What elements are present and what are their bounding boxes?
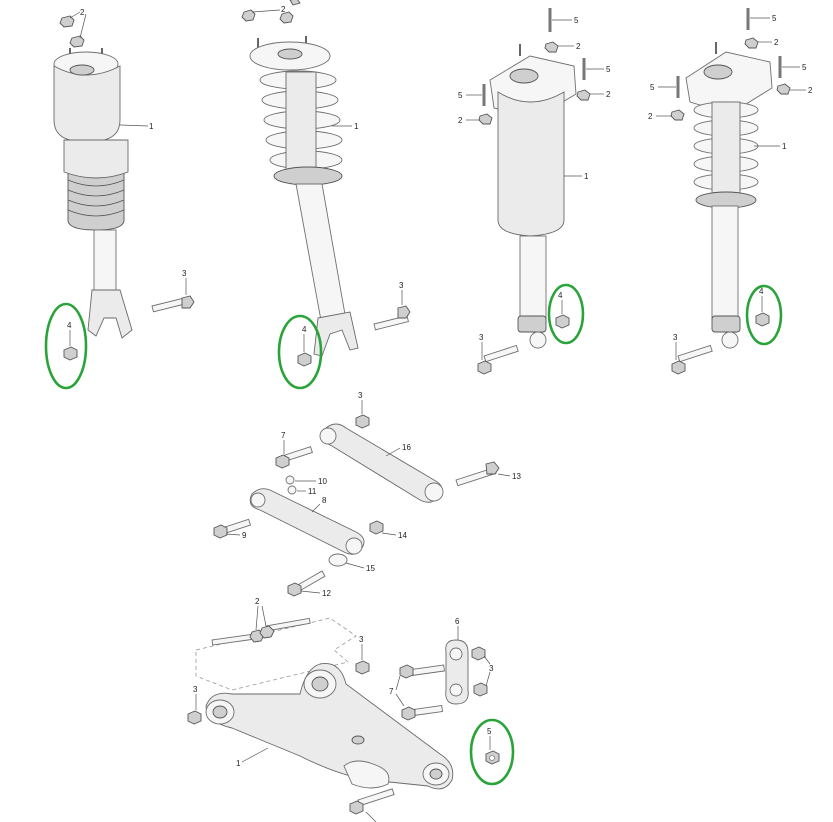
label-nut-a: 2 (576, 42, 581, 51)
bolt (483, 344, 519, 363)
label-link-nut: 3 (489, 664, 494, 673)
top-nut (279, 11, 294, 24)
label-stud-c: 5 (650, 83, 655, 92)
label-arm: 1 (236, 759, 241, 768)
damper-body (295, 183, 347, 327)
label-nuts-top: 2 (281, 5, 286, 14)
label-nut-b: 2 (606, 90, 611, 99)
bellows (67, 169, 125, 231)
label-nut: 4 (67, 321, 72, 330)
highlight-circle (745, 284, 783, 346)
label-nut-c: 2 (458, 116, 463, 125)
label-bolt: 3 (673, 333, 678, 342)
fork (313, 311, 359, 357)
label-bolt-bottom: 12 (322, 589, 331, 598)
label-nuts-top: 2 (80, 8, 85, 17)
label-nut-b: 2 (808, 86, 813, 95)
coil-spring (693, 101, 759, 209)
bolt (677, 344, 713, 363)
nut (63, 346, 78, 361)
label-washer-c: 15 (366, 564, 375, 573)
highlight-circle (277, 314, 323, 390)
label-nut-right: 14 (398, 531, 407, 540)
label-nut-mid: 3 (359, 635, 364, 644)
lower-control-arm-assembly: 2 3 3 1 6 3 (187, 597, 515, 822)
highlight-circle (44, 302, 88, 390)
fork (87, 289, 133, 339)
damper-body (519, 235, 547, 323)
label-bolt-long: 13 (512, 472, 521, 481)
label-nut: 4 (302, 325, 307, 334)
highlight-circle (547, 283, 585, 345)
label-bolts: 2 (255, 597, 260, 606)
nut (355, 414, 370, 429)
label-bolt: 3 (479, 333, 484, 342)
nut (297, 352, 312, 367)
front-air-strut: 2 1 3 4 (44, 8, 195, 390)
label-washer-b: 11 (308, 487, 317, 496)
rear-coil-damper: 5 2 5 2 5 2 1 (648, 8, 813, 375)
label-stud-c: 5 (458, 91, 463, 100)
label-stud-a: 5 (772, 14, 777, 23)
front-coil-strut: 2 1 3 4 (241, 0, 411, 390)
label-link: 6 (455, 617, 460, 626)
bolt (357, 788, 395, 807)
label-nut-highlight: 5 (487, 727, 492, 736)
label-stud-a: 5 (574, 16, 579, 25)
upper-link-arm (322, 423, 443, 503)
label-arm-lower: 8 (322, 496, 327, 505)
damper-body (711, 205, 739, 321)
label-bolts-link: 7 (389, 687, 394, 696)
label-bolt: 3 (399, 281, 404, 290)
label-bolt-upper: 7 (281, 431, 286, 440)
link-arms-assembly: 3 16 7 13 10 11 8 9 (213, 391, 521, 598)
damper-body (93, 229, 117, 291)
nut (755, 312, 770, 327)
label-strut: 1 (149, 122, 154, 131)
label-damper: 1 (782, 142, 787, 151)
top-nut (59, 15, 75, 28)
nut (555, 314, 570, 329)
label-damper: 1 (584, 172, 589, 181)
label-strut: 1 (354, 122, 359, 131)
air-spring (497, 91, 565, 237)
label-nut-c: 2 (648, 112, 653, 121)
coil-spring (259, 70, 343, 186)
top-nut (69, 35, 85, 48)
top-nut (241, 9, 256, 22)
label-arm-upper: 16 (402, 443, 411, 452)
label-nut-top: 3 (358, 391, 363, 400)
label-washer-a: 10 (318, 477, 327, 486)
label-nut: 4 (759, 287, 764, 296)
label-stud-b: 5 (606, 65, 611, 74)
highlight-circle (469, 718, 515, 786)
label-nut-left: 3 (193, 685, 198, 694)
air-bag (53, 65, 121, 141)
label-nut: 4 (558, 291, 563, 300)
label-nut-a: 2 (774, 38, 779, 47)
bolt (407, 664, 445, 677)
label-stud-b: 5 (802, 63, 807, 72)
label-bolt: 3 (182, 269, 187, 278)
bolt (373, 315, 409, 331)
lower-control-arm (205, 662, 454, 790)
rear-air-damper: 5 2 5 2 5 2 1 3 4 (458, 8, 611, 375)
label-bolt-left: 9 (242, 531, 247, 540)
